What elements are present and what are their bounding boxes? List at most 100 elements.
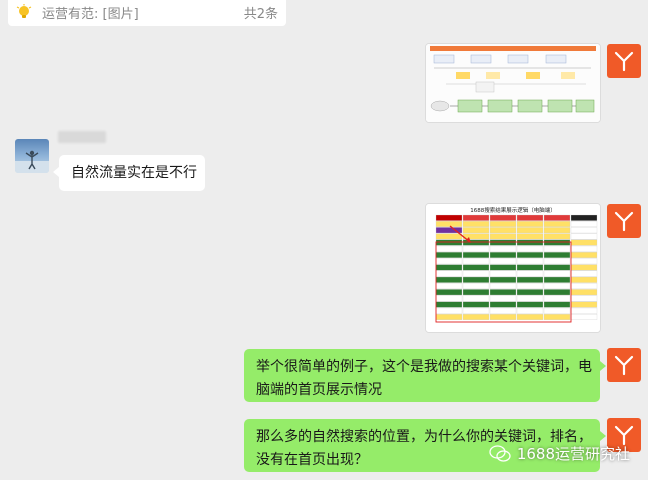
table-cell xyxy=(516,221,544,227)
table-cell xyxy=(489,307,517,314)
self-avatar[interactable] xyxy=(607,44,641,78)
table-cell xyxy=(543,307,571,314)
table-cell xyxy=(516,252,544,258)
table-cell xyxy=(516,314,544,320)
table-cell xyxy=(543,227,571,234)
table-cell xyxy=(516,283,544,289)
contact-avatar[interactable] xyxy=(15,139,49,173)
table-cell xyxy=(516,258,544,265)
table-cell xyxy=(516,245,544,252)
table-cell xyxy=(570,283,598,289)
self-avatar[interactable] xyxy=(607,348,641,382)
self-avatar[interactable] xyxy=(607,418,641,452)
table-cell xyxy=(543,301,571,308)
table-cell xyxy=(435,289,463,296)
table-cell xyxy=(543,252,571,258)
table-cell xyxy=(570,301,598,308)
table-cell xyxy=(570,314,598,320)
message-bubble-sent[interactable]: 那么多的自然搜索的位置，为什么你的关键词，排名， 没有在首页出现？ xyxy=(244,419,606,472)
table-cell xyxy=(462,227,490,234)
table-cell xyxy=(516,233,544,240)
table-cell xyxy=(543,289,571,296)
table-cell xyxy=(462,245,490,252)
wechat-icon xyxy=(489,444,511,462)
table-cell xyxy=(516,295,544,302)
table-cell xyxy=(435,307,463,314)
table-cell xyxy=(570,289,598,296)
lightbulb-icon xyxy=(16,4,32,18)
table-cell xyxy=(435,264,463,271)
table-cell xyxy=(489,221,517,227)
table-cell xyxy=(435,239,463,246)
table-cell xyxy=(462,276,490,283)
table-cell xyxy=(570,239,598,246)
table-cell xyxy=(489,264,517,271)
table-cell xyxy=(543,221,571,227)
self-avatar[interactable] xyxy=(607,204,641,238)
group-note-count[interactable]: 共2条 xyxy=(243,6,278,22)
table-cell xyxy=(462,283,490,289)
table-cell xyxy=(462,264,490,271)
table-cell xyxy=(516,289,544,296)
table-cell xyxy=(516,307,544,314)
table-cell xyxy=(489,252,517,258)
table-cell xyxy=(543,258,571,265)
table-cell xyxy=(435,283,463,289)
table-cell xyxy=(435,233,463,240)
table-cell xyxy=(543,270,571,277)
brand-y-icon xyxy=(614,355,634,376)
table-cell xyxy=(570,233,598,240)
table-cell xyxy=(435,214,463,221)
table-cell xyxy=(462,214,490,221)
watermark: 1688运营研究社 xyxy=(489,443,630,464)
table-cell xyxy=(462,270,490,277)
table-cell xyxy=(516,214,544,221)
table-cell xyxy=(516,270,544,277)
table-cell xyxy=(489,270,517,277)
table-cell xyxy=(543,314,571,320)
table-cell xyxy=(543,295,571,302)
table-cell xyxy=(462,301,490,308)
pinned-notice-bar: 运营有范: [图片] 共2条 xyxy=(0,0,648,26)
message-text-line: 脑端的首页展示情况 xyxy=(256,382,382,398)
message-bubble-sent[interactable]: 举个很简单的例子，这个是我做的搜索某个关键词，电 脑端的首页展示情况 xyxy=(244,349,606,402)
message-image-search-table[interactable]: 1688搜索结果展示逻辑（电脑端） xyxy=(425,203,601,333)
table-cell xyxy=(462,295,490,302)
table-cell xyxy=(489,301,517,308)
message-image-flowchart[interactable] xyxy=(425,43,601,123)
table-cell xyxy=(462,258,490,265)
table-cell xyxy=(435,276,463,283)
table-grid xyxy=(435,214,598,320)
table-cell xyxy=(462,239,490,246)
table-cell xyxy=(489,233,517,240)
table-cell xyxy=(489,289,517,296)
person-silhouette-icon xyxy=(15,150,49,173)
flowchart-thumbnail xyxy=(426,44,600,122)
message-text-line: 那么多的自然搜索的位置，为什么你的关键词，排名， xyxy=(256,429,592,445)
table-cell xyxy=(435,252,463,258)
message-bubble-received[interactable]: 自然流量实在是不行 xyxy=(53,155,205,191)
table-cell xyxy=(435,295,463,302)
table-cell xyxy=(435,227,463,234)
table-cell xyxy=(489,283,517,289)
table-cell xyxy=(435,258,463,265)
table-cell xyxy=(516,276,544,283)
table-cell xyxy=(435,301,463,308)
table-cell xyxy=(543,233,571,240)
table-cell xyxy=(543,283,571,289)
table-cell xyxy=(570,276,598,283)
contact-name-blurred xyxy=(58,131,106,143)
watermark-text: 1688运营研究社 xyxy=(516,445,630,463)
table-cell xyxy=(435,314,463,320)
table-cell xyxy=(435,245,463,252)
table-cell xyxy=(570,227,598,234)
brand-y-icon xyxy=(614,211,634,232)
table-cell xyxy=(570,214,598,221)
table-cell xyxy=(462,252,490,258)
message-text-line: 举个很简单的例子，这个是我做的搜索某个关键词，电 xyxy=(256,359,592,375)
table-cell xyxy=(570,307,598,314)
table-cell xyxy=(489,214,517,221)
group-note-card[interactable]: 运营有范: [图片] 共2条 xyxy=(8,0,286,26)
table-cell xyxy=(570,245,598,252)
table-cell xyxy=(489,314,517,320)
